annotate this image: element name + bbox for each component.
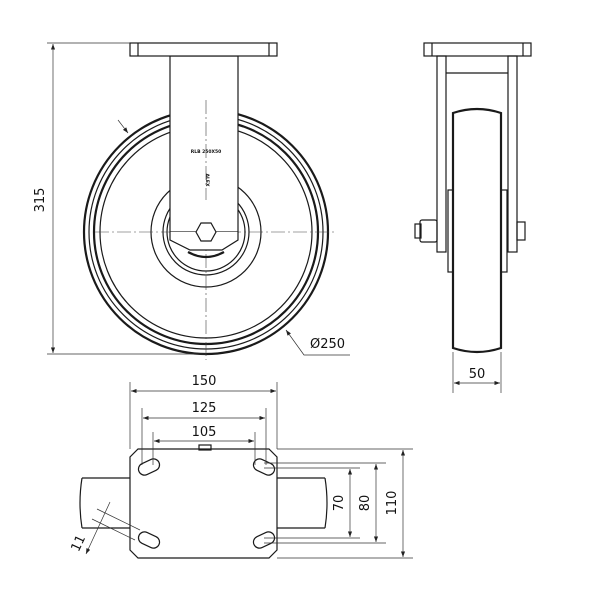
dim-diameter: Ø250 [310, 337, 345, 352]
plate-view: 150 125 105 70 80 110 11 [69, 374, 413, 559]
dim-height: 315 [33, 188, 48, 213]
dim-wheel-width: 50 [469, 367, 486, 382]
dim-70: 70 [332, 495, 347, 512]
dim-80: 80 [358, 495, 373, 512]
dim-plate-length: 150 [192, 374, 217, 389]
axle-right [277, 477, 328, 529]
mounting-plate [129, 448, 278, 559]
dim-slot-width: 11 [69, 533, 90, 554]
dim-hole-spacing-outer: 125 [192, 401, 217, 416]
side-wheel [451, 107, 503, 354]
brand-marking: ALEX [204, 174, 210, 187]
top-plate [129, 42, 278, 57]
side-view: 50 [414, 42, 532, 393]
model-marking: RLB 250X50 [191, 149, 221, 155]
axle-nut [195, 222, 217, 242]
dim-110: 110 [385, 491, 400, 516]
fork [169, 55, 239, 233]
axle-left [79, 477, 130, 529]
slot-holes [137, 458, 276, 549]
dim-hole-spacing-inner: 105 [192, 425, 217, 440]
side-top-plate [423, 42, 532, 57]
side-axle-nut [419, 219, 438, 243]
front-view: RLB 250X50 ALEX 315 Ø250 [33, 42, 350, 360]
